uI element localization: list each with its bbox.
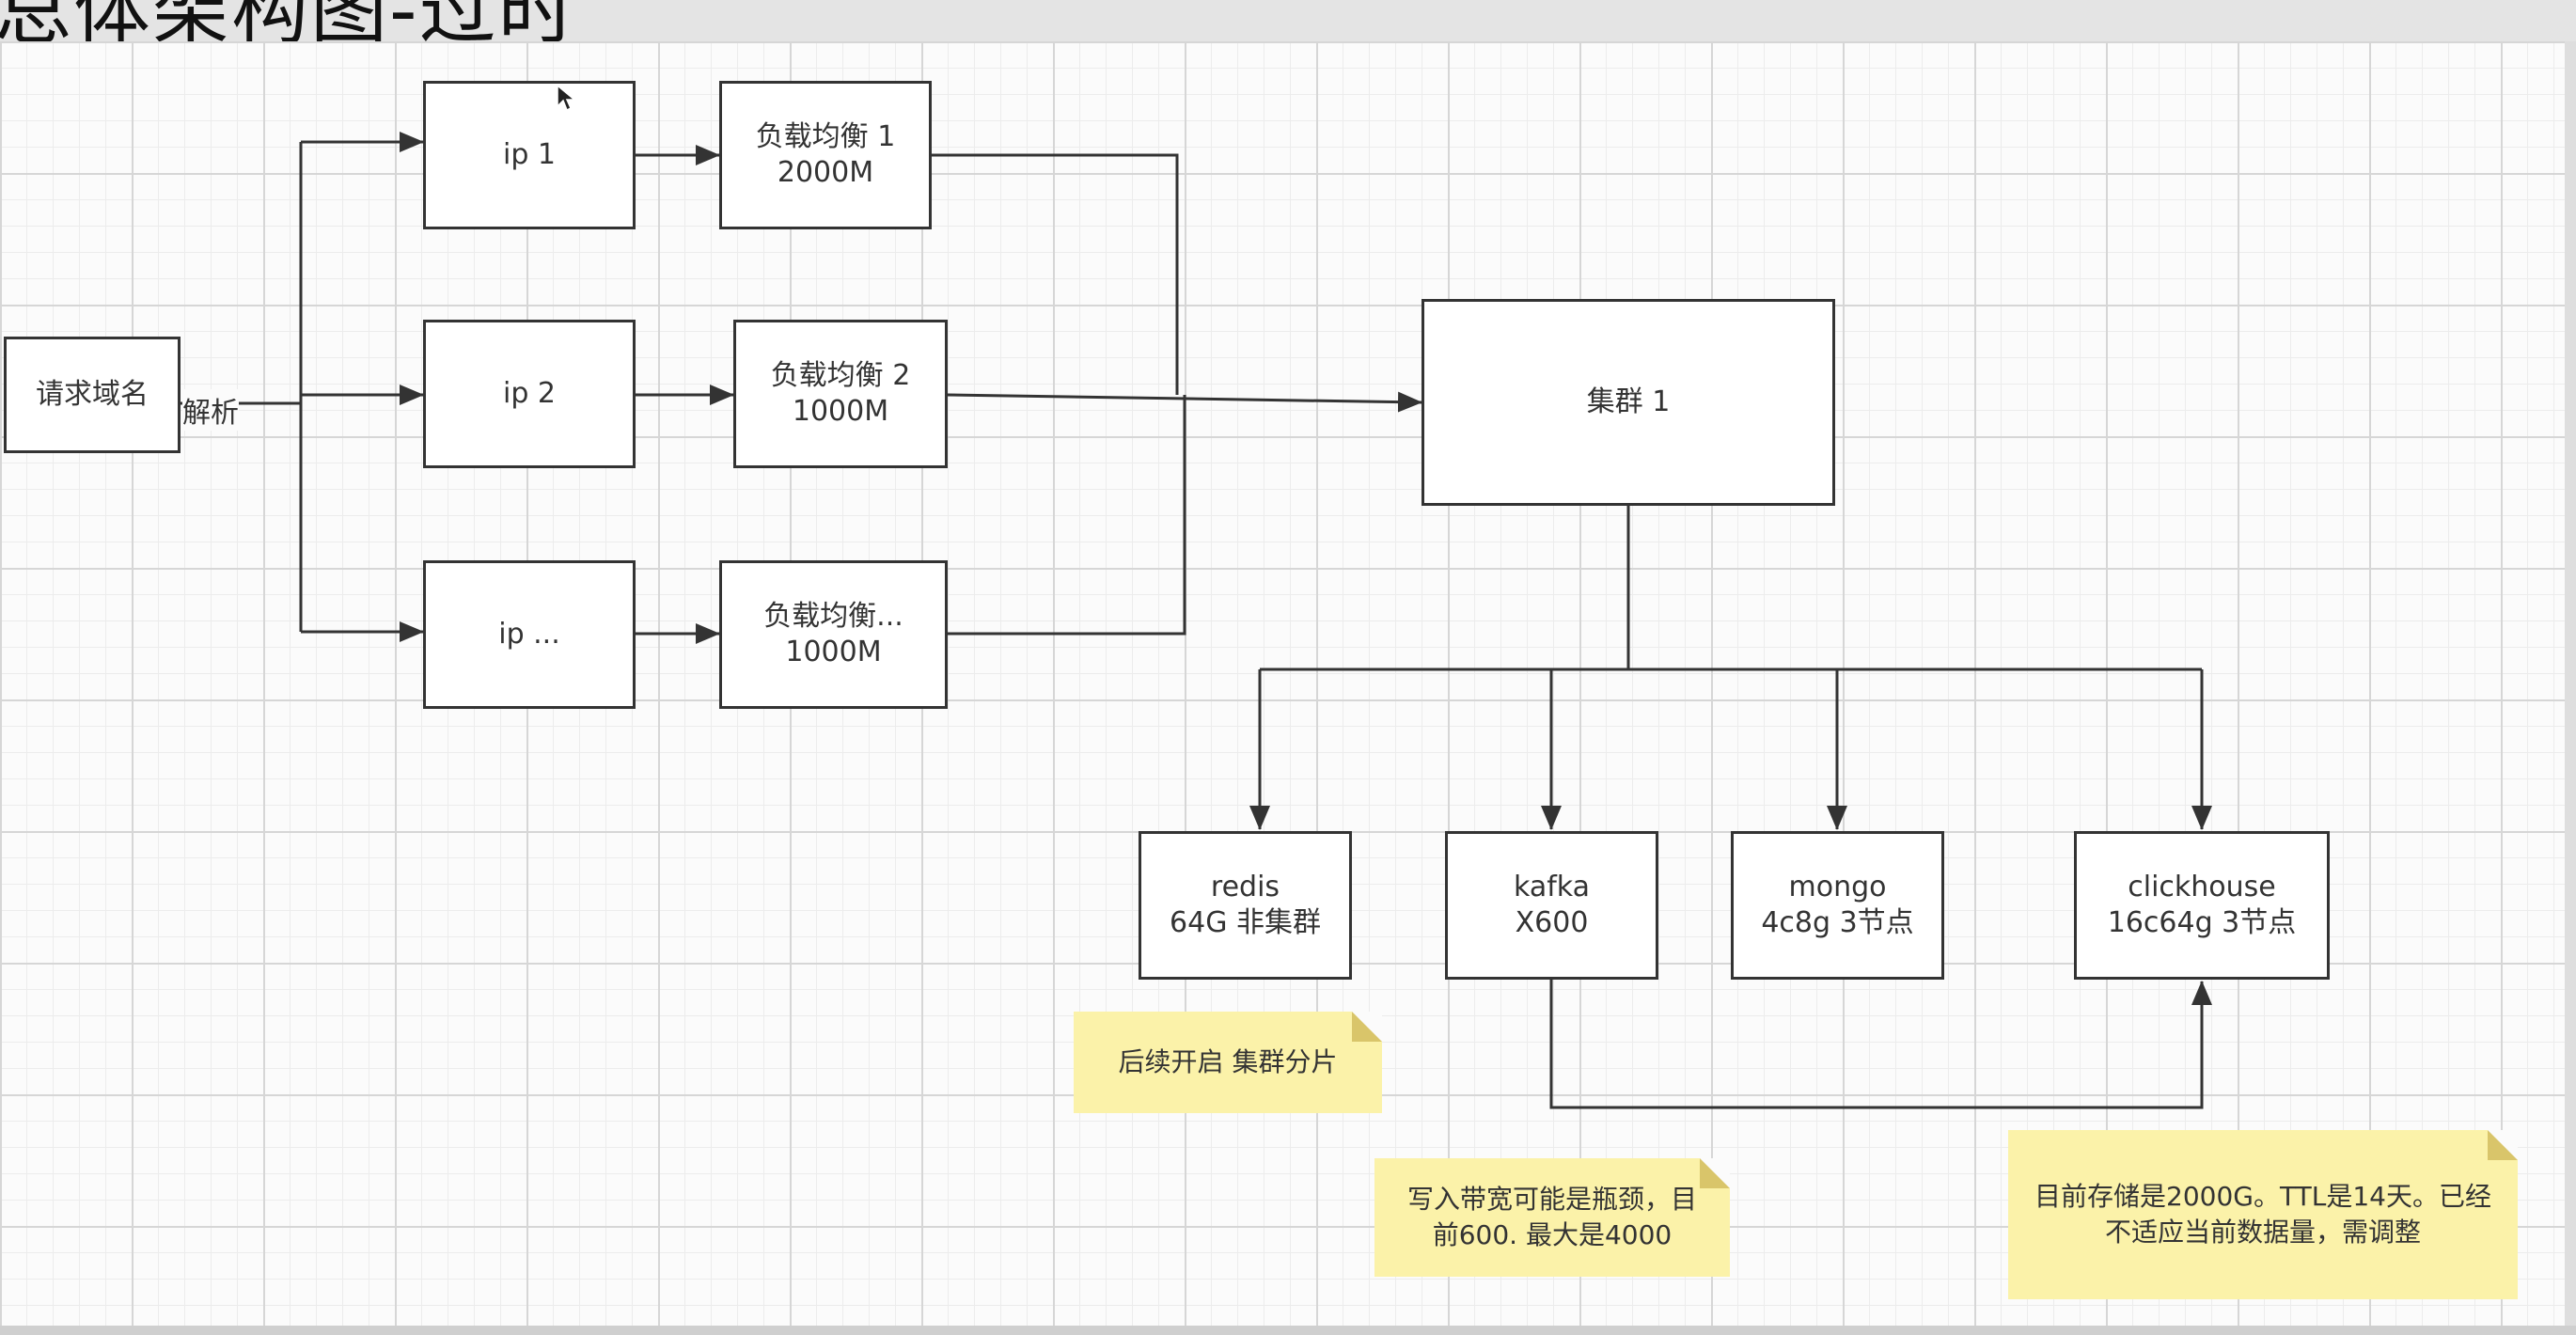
node-kafka-spec: X600 — [1515, 906, 1589, 939]
node-cluster-1[interactable]: 集群 1 — [1422, 299, 1835, 506]
node-load-balancer-2-name: 负载均衡 2 — [770, 359, 911, 392]
node-redis[interactable]: redis 64G 非集群 — [1139, 831, 1352, 980]
edge-kafka-to-clickhouse — [1549, 980, 2212, 1109]
page-title: 总体架构图-过时 — [0, 0, 577, 41]
node-clickhouse-spec: 16c64g 3节点 — [2107, 906, 2297, 939]
edge-lb3-to-merge — [948, 395, 1186, 636]
node-load-balancer-more-name: 负载均衡... — [763, 600, 903, 633]
node-ip-1-label: ip 1 — [502, 138, 556, 171]
note-redis-sharding-text: 后续开启 集群分片 — [1118, 1046, 1338, 1077]
node-clickhouse-name: clickhouse — [2128, 871, 2276, 903]
node-redis-spec: 64G 非集群 — [1170, 906, 1321, 939]
title-strip: 总体架构图-过时 — [0, 0, 2576, 41]
node-ip-1[interactable]: ip 1 — [423, 81, 636, 229]
canvas-bottom-edge — [0, 1326, 2576, 1335]
node-load-balancer-more[interactable]: 负载均衡... 1000M — [719, 560, 948, 709]
note-kafka-bandwidth-line1: 写入带宽可能是瓶颈，目 — [1406, 1184, 1697, 1215]
note-redis-sharding[interactable]: 后续开启 集群分片 — [1074, 1012, 1382, 1113]
edge-lb2-to-cluster — [947, 391, 1422, 413]
node-mongo-name: mongo — [1788, 871, 1887, 903]
node-clickhouse[interactable]: clickhouse 16c64g 3节点 — [2074, 831, 2330, 980]
node-request-domain[interactable]: 请求域名 — [4, 337, 181, 453]
node-ip-2-label: ip 2 — [502, 377, 556, 410]
note-clickhouse-storage-line1: 目前存储是2000G。TTL是14天。已经 — [2034, 1181, 2491, 1212]
node-ip-more-label: ip ... — [498, 618, 560, 651]
node-cluster-1-label: 集群 1 — [1586, 385, 1671, 418]
node-load-balancer-2-bandwidth: 1000M — [792, 395, 889, 428]
edge-label-resolve: 解析 — [182, 389, 239, 431]
note-kafka-bandwidth[interactable]: 写入带宽可能是瓶颈，目 前600. 最大是4000 — [1374, 1158, 1730, 1277]
node-ip-2[interactable]: ip 2 — [423, 320, 636, 468]
node-load-balancer-1[interactable]: 负载均衡 1 2000M — [719, 81, 932, 229]
canvas-right-edge — [2565, 41, 2576, 1326]
node-load-balancer-1-bandwidth: 2000M — [777, 156, 874, 189]
node-load-balancer-2[interactable]: 负载均衡 2 1000M — [733, 320, 948, 468]
node-mongo-spec: 4c8g 3节点 — [1761, 906, 1914, 939]
node-ip-more[interactable]: ip ... — [423, 560, 636, 709]
connector-layer — [181, 132, 2212, 1109]
node-mongo[interactable]: mongo 4c8g 3节点 — [1731, 831, 1944, 980]
note-clickhouse-storage[interactable]: 目前存储是2000G。TTL是14天。已经 不适应当前数据量，需调整 — [2008, 1130, 2518, 1299]
edge-lb1-to-merge — [931, 153, 1179, 395]
node-kafka-name: kafka — [1513, 871, 1591, 903]
node-load-balancer-more-bandwidth: 1000M — [785, 636, 882, 668]
note-clickhouse-storage-line2: 不适应当前数据量，需调整 — [2104, 1217, 2421, 1248]
node-kafka[interactable]: kafka X600 — [1445, 831, 1658, 980]
node-load-balancer-1-name: 负载均衡 1 — [755, 120, 896, 153]
node-request-domain-label: 请求域名 — [36, 378, 149, 411]
note-kafka-bandwidth-line2: 前600. 最大是4000 — [1432, 1219, 1673, 1250]
diagram-canvas[interactable]: 请求域名 解析 ip 1 ip 2 ip ... 负载均衡 1 2000M 负载… — [0, 41, 2565, 1326]
node-redis-name: redis — [1210, 871, 1280, 903]
